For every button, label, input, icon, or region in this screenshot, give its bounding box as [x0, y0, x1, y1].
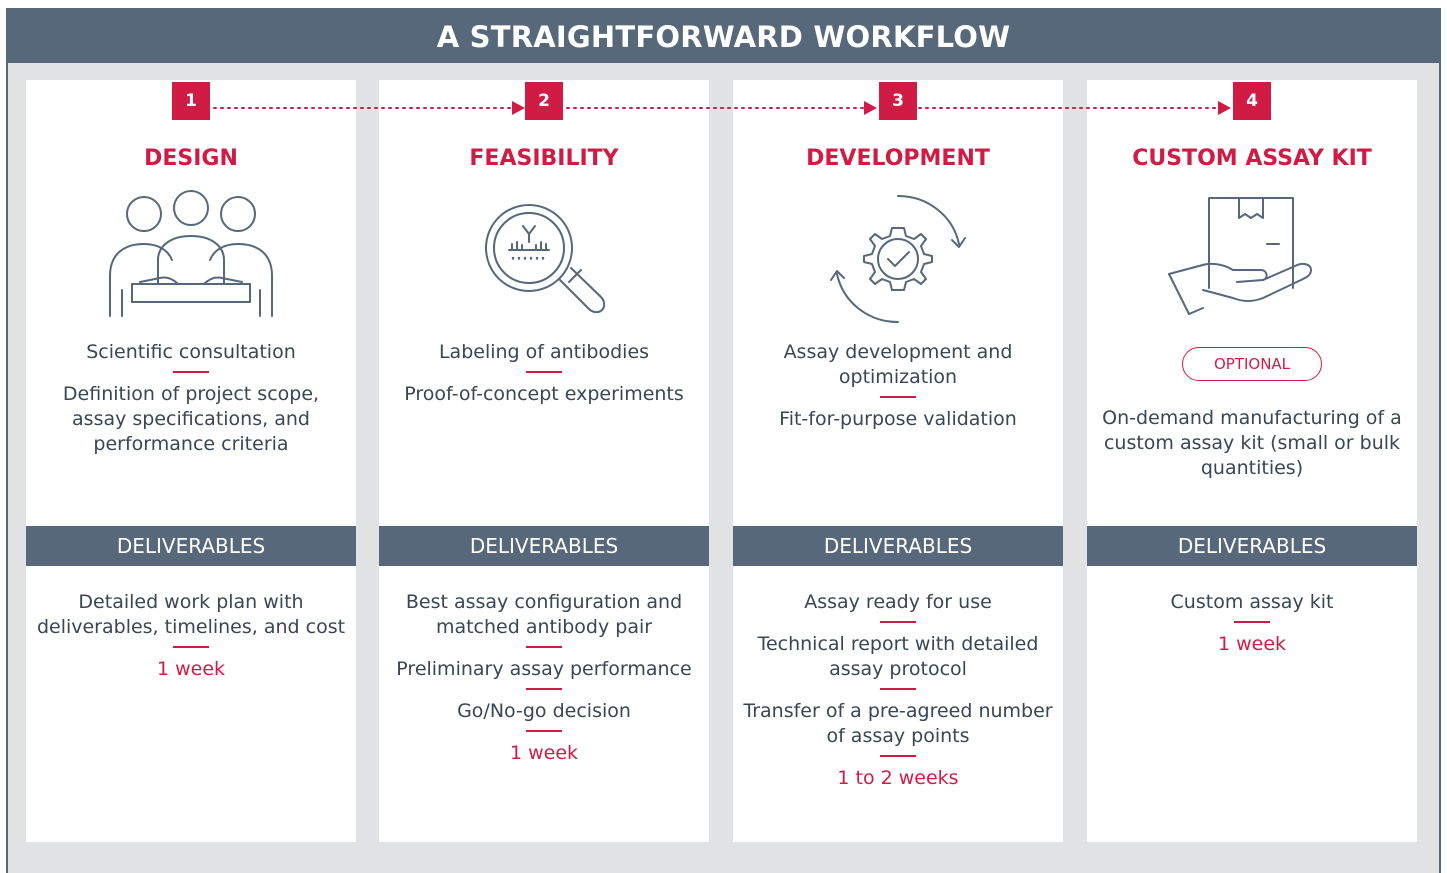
divider [526, 730, 562, 732]
magnifier-antibody-icon [449, 190, 639, 330]
deliverable-item: Best assay configuration and matched ant… [405, 591, 683, 638]
page-title: A STRAIGHTFORWARD WORKFLOW [8, 10, 1439, 63]
activity-item: Labeling of antibodies [438, 341, 650, 363]
activity-item: Assay development and optimization [783, 341, 1013, 388]
deliverables-list: Detailed work plan with deliverables, ti… [36, 590, 346, 682]
step-title: DEVELOPMENT [806, 146, 990, 171]
step-card-feasibility: 2 FEASIBILITY Labeling of antibodies Pro… [379, 80, 709, 842]
deliverables-list: Best assay configuration and matched ant… [389, 590, 699, 766]
step-number-badge: 3 [879, 82, 917, 120]
divider [526, 371, 562, 373]
activity-item: Fit-for-purpose validation [779, 408, 1017, 430]
hand-box-icon [1157, 190, 1347, 330]
activity-item: Proof-of-concept experiments [404, 383, 684, 405]
deliverables-header: DELIVERABLES [379, 526, 709, 566]
step-card-development: 3 DEVELOPMENT Assay development and opti… [733, 80, 1063, 842]
divider [880, 755, 916, 757]
deliverable-item: Technical report with detailed assay pro… [757, 633, 1039, 680]
activity-item: On-demand manufacturing of a custom assa… [1102, 407, 1402, 479]
deliverables-header: DELIVERABLES [26, 526, 356, 566]
divider [880, 621, 916, 623]
activities-list: Scientific consultation Definition of pr… [36, 340, 346, 457]
deliverable-item: Detailed work plan with deliverables, ti… [36, 591, 346, 638]
gear-check-cycle-icon [803, 190, 993, 330]
divider [173, 371, 209, 373]
duration-label: 1 week [509, 742, 579, 764]
activity-item: Scientific consultation [86, 341, 296, 363]
activity-item: Definition of project scope, assay speci… [62, 383, 320, 455]
activities-list: Labeling of antibodies Proof-of-concept … [389, 340, 699, 407]
deliverable-item: Custom assay kit [1170, 591, 1334, 613]
duration-label: 1 week [1217, 633, 1287, 655]
deliverables-list: Assay ready for use Technical report wit… [743, 590, 1053, 791]
step-card-custom-assay-kit: 4 CUSTOM ASSAY KIT OPTIONAL On-demand ma… [1087, 80, 1417, 842]
step-number-badge: 2 [525, 82, 563, 120]
optional-badge: OPTIONAL [1182, 347, 1322, 381]
duration-label: 1 to 2 weeks [837, 767, 959, 789]
step-card-design: 1 DESIGN Scientific consultation Definit… [26, 80, 356, 842]
divider [880, 396, 916, 398]
step-number-badge: 1 [172, 82, 210, 120]
divider [173, 646, 209, 648]
step-title: CUSTOM ASSAY KIT [1132, 146, 1372, 171]
step-title: FEASIBILITY [469, 146, 619, 171]
divider [880, 688, 916, 690]
deliverables-header: DELIVERABLES [1087, 526, 1417, 566]
deliverable-item: Go/No-go decision [457, 700, 631, 722]
team-meeting-icon [96, 190, 286, 330]
divider [526, 646, 562, 648]
divider [1234, 621, 1270, 623]
deliverables-header: DELIVERABLES [733, 526, 1063, 566]
step-number-badge: 4 [1233, 82, 1271, 120]
activities-list: Assay development and optimization Fit-f… [743, 340, 1053, 432]
deliverable-item: Assay ready for use [804, 591, 992, 613]
duration-label: 1 week [156, 658, 226, 680]
step-title: DESIGN [144, 146, 238, 171]
deliverable-item: Preliminary assay performance [396, 658, 692, 680]
activities-list: On-demand manufacturing of a custom assa… [1097, 406, 1407, 481]
divider [526, 688, 562, 690]
deliverables-list: Custom assay kit 1 week [1097, 590, 1407, 657]
deliverable-item: Transfer of a pre-agreed number of assay… [743, 700, 1053, 747]
